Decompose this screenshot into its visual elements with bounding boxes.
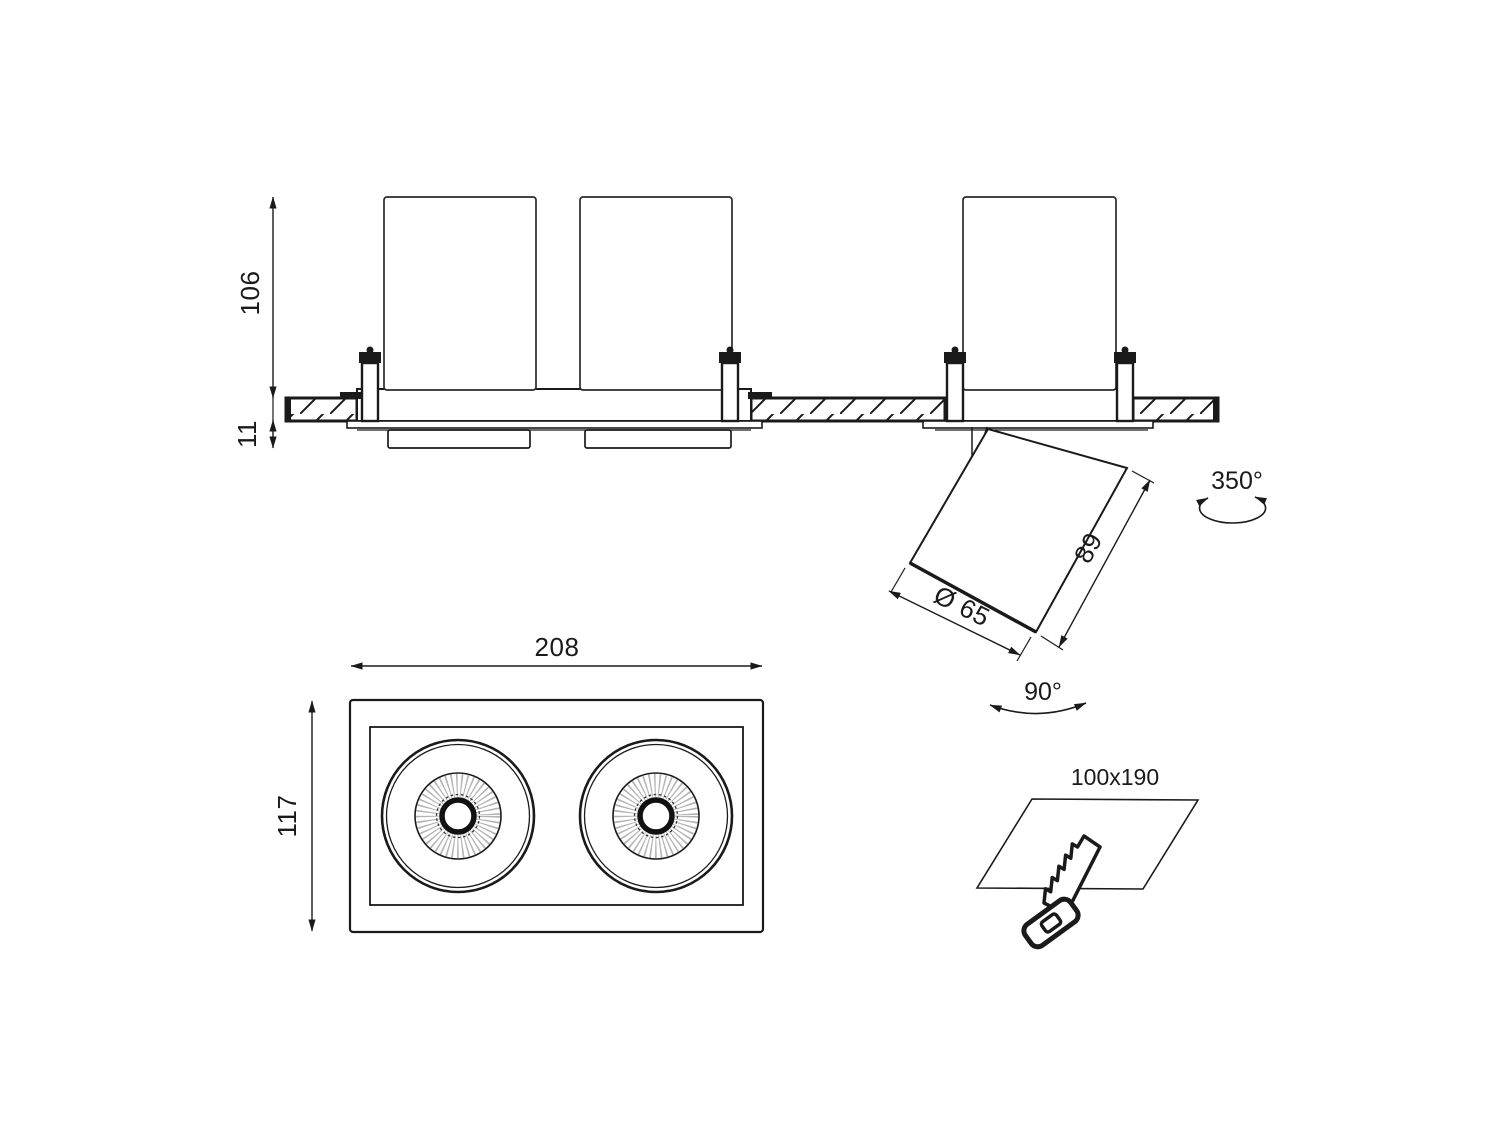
ceiling-edge-cap-left: [286, 398, 291, 421]
led-center-ring: [637, 797, 675, 835]
ceiling-edge-cap-right: [1213, 398, 1218, 421]
dim-line-diameter: [888, 590, 1021, 656]
reflector-rim: [612, 772, 700, 860]
reflector-rim: [414, 772, 502, 860]
dim-label-106: 106: [235, 271, 265, 316]
mounting-clip: [1114, 346, 1136, 423]
side-section-view: 106 11 Ø 65 89 350° 90°: [232, 196, 1267, 715]
tilt-arc-icon: [989, 702, 1087, 715]
reflector-rays: [614, 774, 698, 858]
lamp-outer-ring-inner: [583, 743, 729, 889]
bezel-2: [584, 429, 732, 449]
lamp-outer-ring-inner: [385, 743, 531, 889]
double-unit: [340, 196, 772, 449]
mounting-clip: [719, 346, 741, 423]
housing-box-double: [356, 388, 752, 422]
lamp-face-2: [578, 738, 734, 894]
saw-icon: [1021, 834, 1102, 950]
clip-foot-left: [340, 392, 364, 399]
trim-flange-single: [922, 420, 1154, 429]
extension-line: [1040, 635, 1064, 651]
cutout-illustration: 100x190: [975, 764, 1200, 950]
dim-label-208: 208: [535, 632, 580, 662]
led-center-ring: [439, 797, 477, 835]
bezel-1: [387, 429, 531, 449]
dim-line-89: [1058, 479, 1151, 648]
reflector-rays: [416, 774, 500, 858]
extension-line: [890, 567, 906, 593]
lamp-face-1: [380, 738, 536, 894]
trim-flange-double: [346, 420, 763, 429]
lamp-cylinder-2: [579, 196, 733, 391]
lamp-cylinder-3: [962, 196, 1117, 391]
bottom-face-view: 208 117: [272, 632, 765, 934]
housing-box-single: [951, 388, 1133, 422]
dim-label-11: 11: [232, 420, 262, 448]
clip-foot-right: [748, 392, 772, 399]
dim-208: 208: [350, 632, 763, 670]
led-dotted-ring: [435, 793, 481, 839]
saw-handle-hole: [1039, 912, 1063, 934]
lamp-cylinder-1: [383, 196, 537, 391]
dim-117: 117: [272, 700, 316, 932]
tilt-label: 90°: [1024, 678, 1062, 706]
ceiling-hatch-left: [284, 396, 359, 423]
dim-label-117: 117: [272, 795, 302, 838]
ceiling-slab: [284, 396, 1220, 423]
ceiling-hatch-right: [1131, 396, 1220, 423]
dim-106: 106: [235, 196, 277, 399]
extension-line: [1131, 470, 1155, 484]
rotation-arrow-icon: [1196, 496, 1267, 524]
dim-11: 11: [232, 398, 277, 449]
mounting-clips: [359, 346, 1136, 423]
mounting-clip: [944, 346, 966, 423]
mounting-clip: [359, 346, 381, 423]
cutout-size-label: 100x190: [1071, 764, 1159, 790]
ceiling-hatch-middle: [749, 396, 947, 423]
led-dotted-ring: [633, 793, 679, 839]
rotation-label: 350°: [1211, 467, 1263, 495]
rotation-range-indicator: 350°: [1196, 467, 1267, 524]
extension-line: [1016, 636, 1032, 662]
tilt-range-indicator: 90°: [989, 678, 1087, 715]
